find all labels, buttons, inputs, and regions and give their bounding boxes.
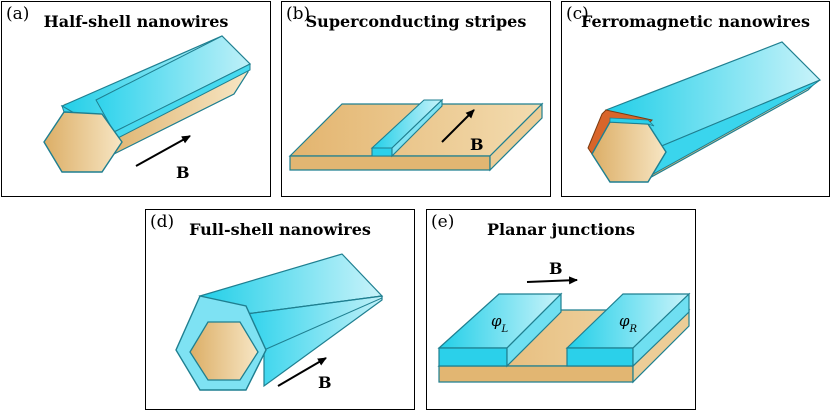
panel-label: (a) [6, 4, 30, 24]
superconductor-shell-edge [609, 117, 655, 127]
inner-hexagon-core [189, 321, 259, 381]
field-arrow [277, 357, 327, 387]
field-arrow [526, 276, 578, 285]
panel-label: (d) [150, 212, 175, 232]
left-lead-front [438, 347, 508, 367]
ferromagnetic-nanowire-illustration [587, 41, 822, 183]
full-shell-nanowire-illustration: B [175, 253, 384, 392]
hexagon-cross-section [43, 111, 123, 173]
panel-label: (e) [431, 212, 455, 232]
half-shell-nanowire-illustration: B [43, 35, 252, 182]
field-label: B [176, 163, 190, 182]
right-lead-front [566, 347, 634, 367]
field-arrow [441, 109, 475, 143]
semiconductor-slab-front [438, 365, 634, 383]
panel-label: (c) [566, 4, 589, 24]
panel-title: Planar junctions [486, 220, 636, 239]
field-arrow [135, 135, 191, 167]
superconductor-stripe-front [371, 147, 393, 157]
panel-superconducting-stripes: (b) Superconducting stripes B [281, 1, 551, 197]
panel-full-shell-nanowires: (d) Full-shell nanowires B [145, 209, 415, 410]
planar-junction-illustration: B φL φR [437, 259, 691, 384]
panel-title: Ferromagnetic nanowires [580, 12, 811, 31]
field-label: B [318, 373, 332, 392]
superconducting-stripe-illustration: B [288, 98, 544, 172]
panel-title: Half-shell nanowires [43, 12, 229, 31]
semiconductor-slab-side [489, 102, 543, 172]
phase-right-label: φR [619, 312, 638, 335]
right-lead-side [632, 292, 690, 368]
panel-half-shell: (a) Half-shell nanowires B [1, 1, 271, 197]
field-label: B [470, 135, 484, 154]
panel-title: Superconducting stripes [305, 12, 527, 31]
field-label: B [549, 259, 563, 278]
prism-edge [245, 295, 383, 315]
phase-left-label: φL [491, 312, 509, 335]
left-lead-side [506, 292, 562, 368]
semiconductor-slab-front [289, 155, 491, 171]
superconductor-stripe-side [391, 98, 443, 158]
prism-edge [263, 297, 383, 351]
panel-title: Full-shell nanowires [189, 220, 371, 239]
panel-ferromagnetic-nanowires: (c) Ferromagnetic nanowires [561, 1, 830, 197]
panel-label: (b) [286, 4, 311, 24]
panel-planar-junctions: (e) Planar junctions B φL φR [426, 209, 696, 410]
